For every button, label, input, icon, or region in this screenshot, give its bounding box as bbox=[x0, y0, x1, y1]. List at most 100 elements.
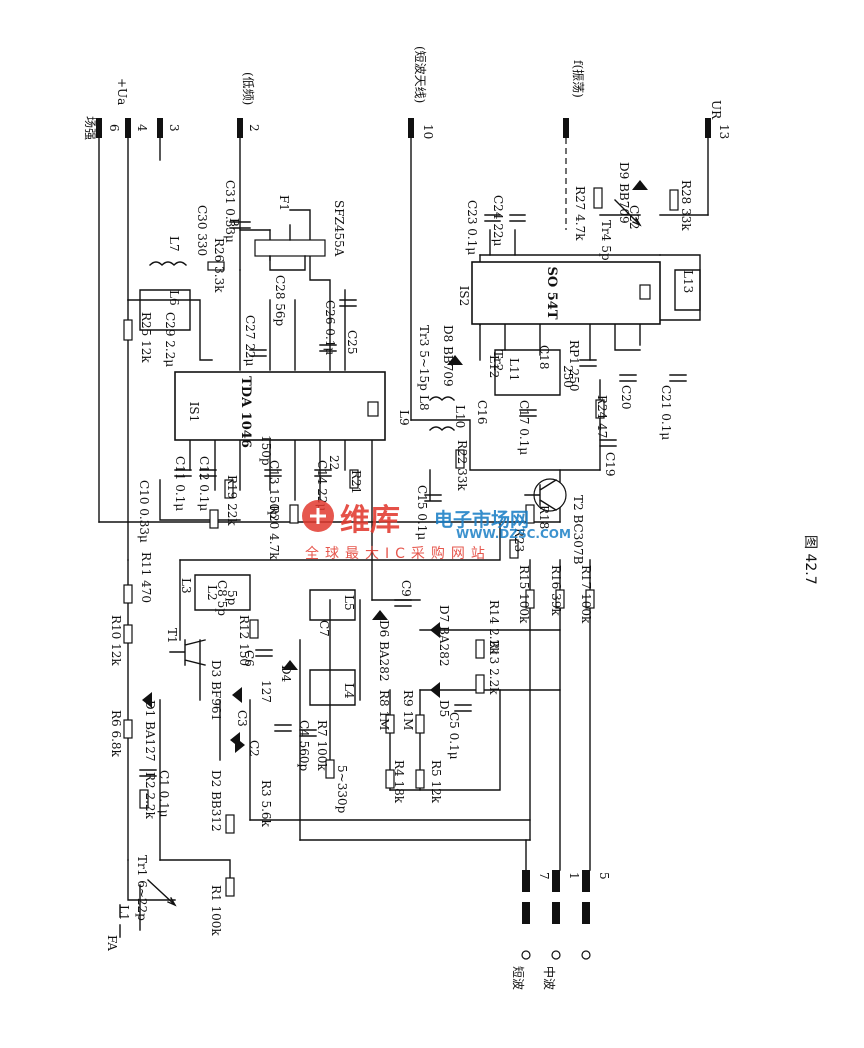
label-c27: C27 22μ bbox=[243, 315, 257, 367]
terminal-7-plug bbox=[522, 870, 530, 892]
label-t2: T2 BC307B bbox=[571, 495, 585, 565]
label-d4: D4 bbox=[279, 665, 293, 683]
label-r24: R24 47 bbox=[595, 395, 609, 438]
label-c20: C20 bbox=[619, 385, 633, 409]
terminal-4-plug bbox=[125, 118, 131, 138]
input-mw-jack bbox=[551, 950, 561, 960]
label-l5: L5 bbox=[342, 595, 356, 611]
label-c1: C1 0.1μ bbox=[157, 770, 171, 818]
terminal-6-number: 6 bbox=[107, 124, 121, 132]
label-c10: C10 0.33μ bbox=[137, 480, 151, 543]
label-l7: L7 bbox=[167, 236, 181, 252]
watermark-site: 电子市场网 bbox=[434, 508, 529, 531]
label-d9: D9 BB709 bbox=[617, 162, 631, 224]
ic2-designator: IS2 bbox=[457, 286, 471, 307]
label-d3: D3 BF961 bbox=[209, 660, 223, 721]
label-r21: R21 bbox=[349, 470, 363, 494]
label-r5: R5 12k bbox=[429, 760, 443, 804]
label-l4: L4 bbox=[342, 683, 356, 699]
label-c330p: 5~330p bbox=[335, 765, 349, 814]
label-l11: L11 bbox=[507, 358, 521, 381]
label-c30: C30 330 bbox=[195, 205, 209, 256]
label-c3: C3 bbox=[235, 710, 249, 727]
ic1-part: TDA 1046 bbox=[238, 376, 253, 448]
input-fa-label: FA bbox=[105, 935, 119, 951]
terminal-5-plug bbox=[582, 870, 590, 892]
label-r13: R13 2.2k bbox=[487, 640, 501, 695]
label-r26: R26 3.3k bbox=[212, 238, 226, 293]
label-c22: C22 bbox=[627, 205, 641, 229]
label-r4: R4 18k bbox=[392, 760, 406, 804]
terminal-4-label: +Ua bbox=[115, 78, 129, 105]
label-d6: D6 BA282 bbox=[377, 620, 391, 681]
label-c11: C11 0.1μ bbox=[173, 456, 187, 511]
label-c9: C9 bbox=[399, 580, 413, 597]
watermark: 维库 电子市场网 WWW.DZSC.COM 全球最大IC采购网站 bbox=[302, 500, 571, 562]
terminal-1-plug bbox=[552, 870, 560, 892]
label-r20: R20 4.7k bbox=[267, 505, 281, 560]
label-l13: L13 bbox=[681, 270, 695, 293]
terminal-7-number: 7 bbox=[537, 872, 551, 880]
label-r23: R23 bbox=[512, 528, 526, 552]
terminal-2-number: 2 bbox=[247, 124, 261, 132]
label-c14: C14 22μ bbox=[315, 460, 329, 512]
label-r9: R9 1M bbox=[401, 690, 415, 730]
input-sw-jack bbox=[521, 950, 531, 960]
label-d5: D5 bbox=[437, 700, 451, 717]
label-c8: C8 5p bbox=[215, 580, 229, 616]
input-sw-label: 短波 bbox=[511, 966, 525, 990]
capacitor-symbols bbox=[139, 214, 687, 777]
terminal-2-plug bbox=[237, 118, 243, 138]
label-tr2: Tr2 bbox=[491, 350, 505, 371]
label-c5p: 5p bbox=[225, 590, 239, 606]
label-l8: L8 bbox=[417, 395, 431, 411]
label-l1: L1 bbox=[117, 905, 131, 921]
terminal-6-label: 场强 bbox=[83, 116, 97, 140]
label-r12: R12 150 bbox=[237, 615, 251, 666]
label-r28: R28 33k bbox=[679, 180, 693, 231]
label-pin-p: P bbox=[227, 218, 241, 226]
terminal-3-number: 3 bbox=[167, 124, 181, 132]
wiring bbox=[98, 137, 709, 901]
top-terminals bbox=[96, 118, 711, 138]
label-r18: R18 bbox=[537, 505, 551, 529]
label-c150p: 150p bbox=[259, 435, 273, 466]
label-filter-part: SFZ455A bbox=[332, 200, 346, 257]
figure-caption: 图 42.7 bbox=[802, 535, 818, 585]
terminal-3-plug bbox=[157, 118, 163, 138]
ic2-part: SO 54T bbox=[544, 266, 559, 319]
label-r17: R17 100k bbox=[579, 565, 593, 624]
watermark-brand: 维库 bbox=[340, 503, 400, 538]
label-d2: D2 BB312 bbox=[209, 770, 223, 832]
label-c31: C31 0.33μ bbox=[223, 180, 237, 243]
label-r25: R25 12k bbox=[139, 312, 153, 363]
label-c13: C13 150p bbox=[267, 460, 281, 519]
label-tr3: Tr3 5~15p bbox=[417, 325, 431, 391]
labels: TDA 1046 IS1 SO 54T IS2 场强 6 +Ua 4 3 (低频… bbox=[83, 46, 818, 990]
label-r3: R3 5.6k bbox=[259, 780, 273, 828]
label-c5: C5 0.1μ bbox=[447, 712, 461, 760]
terminal-5-number: 5 bbox=[597, 872, 611, 880]
label-c24: C24 22μ bbox=[491, 195, 505, 247]
input-mw-label: 中波 bbox=[542, 966, 557, 990]
terminal-11-plug bbox=[563, 118, 569, 138]
label-c12: C12 0.1μ bbox=[197, 456, 211, 511]
label-r19: R19 22k bbox=[225, 475, 239, 526]
terminal-1-number: 1 bbox=[567, 872, 581, 880]
label-c28: C28 56p bbox=[273, 275, 287, 327]
label-rp1: RP1 250 bbox=[567, 340, 581, 391]
label-filter-designator: F1 bbox=[277, 195, 291, 211]
terminal-10-label: (短波天线) bbox=[413, 46, 427, 103]
label-c26: C26 0.1μ bbox=[323, 300, 337, 355]
filter-sfz455a bbox=[254, 224, 326, 271]
label-r1: R1 100k bbox=[209, 885, 223, 936]
label-c15: C15 0.1μ bbox=[415, 485, 429, 540]
terminal-13-label: UR bbox=[709, 100, 723, 120]
input-5-plug bbox=[582, 902, 590, 924]
label-d8: D8 BB709 bbox=[441, 325, 455, 387]
label-r15: R15 100k bbox=[517, 565, 531, 624]
ic-tda1046 bbox=[174, 371, 386, 441]
label-d7: D7 BA282 bbox=[437, 605, 451, 666]
input-sw-plug bbox=[522, 902, 530, 924]
